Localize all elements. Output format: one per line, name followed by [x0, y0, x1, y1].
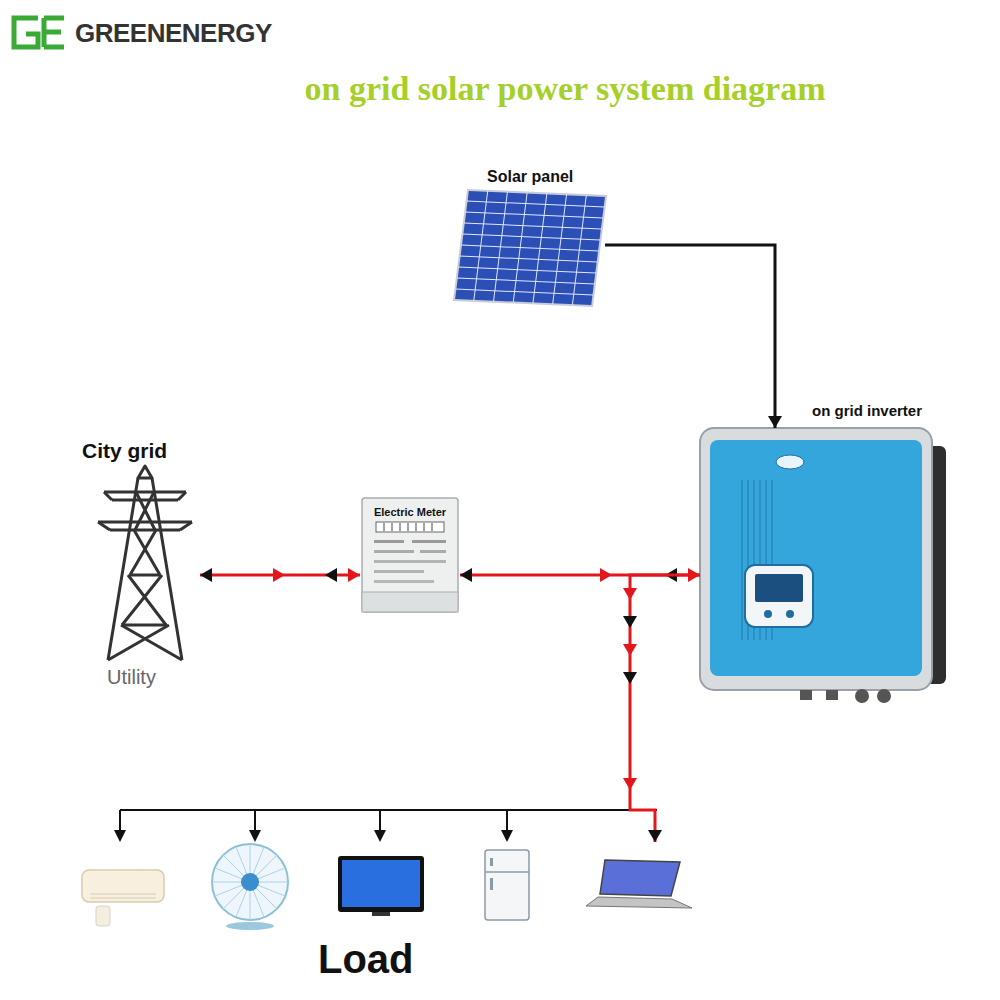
load-group: Load	[75, 842, 695, 932]
city-grid-tower: City gridUtility	[90, 465, 200, 662]
electric-meter: Electric Meter	[360, 498, 460, 612]
tv-picture	[338, 856, 424, 916]
label-holder: City grid	[82, 439, 167, 463]
arrow-head	[325, 568, 337, 582]
arrow-head	[648, 830, 662, 842]
arrow-head	[623, 672, 637, 684]
arrow-head	[623, 644, 637, 656]
label-holder: Electric Meter	[360, 502, 460, 520]
label-holder: Solar panel	[487, 168, 573, 186]
arrow-head	[460, 568, 472, 582]
laptop-picture	[586, 860, 692, 908]
solar-panel-picture	[454, 190, 606, 306]
meter-picture	[362, 498, 458, 612]
arrow-head	[623, 588, 637, 600]
part-label: Utility	[107, 666, 156, 689]
fridge-picture	[485, 850, 529, 920]
fan-picture	[212, 844, 288, 930]
load-bus-heads	[114, 830, 513, 842]
connector-line	[630, 575, 700, 842]
label-holder: on grid inverter	[812, 402, 922, 420]
part-label: Load	[318, 936, 414, 982]
arrow-head	[273, 568, 285, 582]
part-label: on grid inverter	[812, 402, 922, 419]
box-label: Electric Meter	[374, 506, 446, 519]
inverter-box: on grid inverter	[700, 428, 945, 690]
brand-name: GREENENERGY	[75, 18, 272, 49]
arrow-head	[348, 568, 360, 582]
connector	[200, 568, 360, 582]
arrow-head	[768, 416, 782, 428]
diagram-title: on grid solar power system diagram	[0, 70, 1000, 108]
connector	[623, 575, 700, 842]
label-holder: Load	[318, 936, 414, 982]
inverter-picture	[700, 428, 946, 703]
load-bus	[120, 810, 657, 832]
part-label: City grid	[82, 439, 167, 463]
arrow-head	[623, 616, 637, 628]
part-label: Solar panel	[487, 168, 573, 186]
air-conditioner-picture	[82, 870, 164, 926]
solar-panel: Solar panel	[455, 190, 605, 305]
arrow-head	[200, 568, 212, 582]
logo-icon	[14, 18, 64, 47]
pylon-picture	[98, 466, 192, 660]
connector-line	[605, 245, 775, 428]
label-holder: Utility	[107, 666, 156, 689]
arrow-head	[623, 778, 637, 790]
arrow-head	[600, 568, 612, 582]
connector	[605, 245, 782, 428]
